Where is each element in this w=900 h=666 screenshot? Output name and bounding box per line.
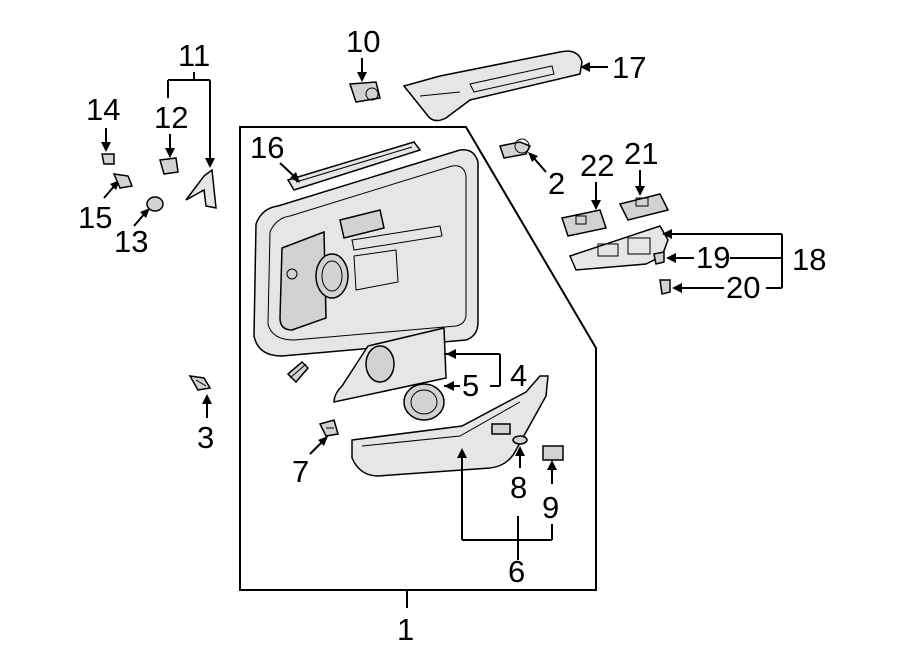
- panel-retainer: [286, 360, 310, 384]
- courtesy-switch: [348, 81, 381, 103]
- callout-3: 3: [197, 420, 214, 455]
- trim-clip: [318, 419, 339, 437]
- callout-6: 6: [508, 554, 525, 589]
- callout-12: 12: [154, 100, 188, 135]
- callout-22: 22: [580, 148, 614, 183]
- callout-8: 8: [510, 470, 527, 505]
- callout-13: 13: [114, 224, 148, 259]
- callout-4: 4: [510, 358, 527, 393]
- lock-switch: [618, 193, 670, 221]
- screw-20: [659, 279, 671, 295]
- assembly-outline: [239, 126, 597, 591]
- callout-19: 19: [696, 240, 730, 275]
- clip-19: [653, 251, 665, 265]
- window-switch: [561, 209, 607, 237]
- callout-2: 2: [548, 166, 565, 201]
- callout-20: 20: [726, 270, 760, 305]
- callout-17: 17: [612, 50, 646, 85]
- callout-14: 14: [86, 92, 120, 127]
- trim-bracket: [185, 168, 217, 209]
- callout-5: 5: [462, 368, 479, 403]
- callout-18: 18: [792, 242, 826, 277]
- callout-7: 7: [292, 454, 309, 489]
- lamp-bulb: [512, 435, 528, 445]
- retaining-clip: [159, 157, 179, 175]
- upper-garnish-molding: [402, 50, 583, 122]
- window-weatherstrip: [286, 141, 422, 191]
- armrest: [351, 375, 549, 477]
- grommet: [146, 196, 164, 212]
- callout-15: 15: [78, 200, 112, 235]
- callout-21: 21: [624, 136, 658, 171]
- push-pin: [101, 153, 115, 165]
- callout-16: 16: [250, 130, 284, 165]
- door-trim-panel: [253, 149, 479, 357]
- fastener: [112, 173, 134, 189]
- speaker-grille-panel: [333, 327, 447, 403]
- callout-10: 10: [346, 24, 380, 59]
- screw: [188, 375, 212, 391]
- callout-1: 1: [397, 612, 414, 647]
- plug: [499, 138, 532, 159]
- callout-11: 11: [178, 38, 210, 73]
- speaker: [403, 383, 445, 421]
- lamp-lens: [542, 445, 564, 461]
- callout-9: 9: [542, 490, 559, 525]
